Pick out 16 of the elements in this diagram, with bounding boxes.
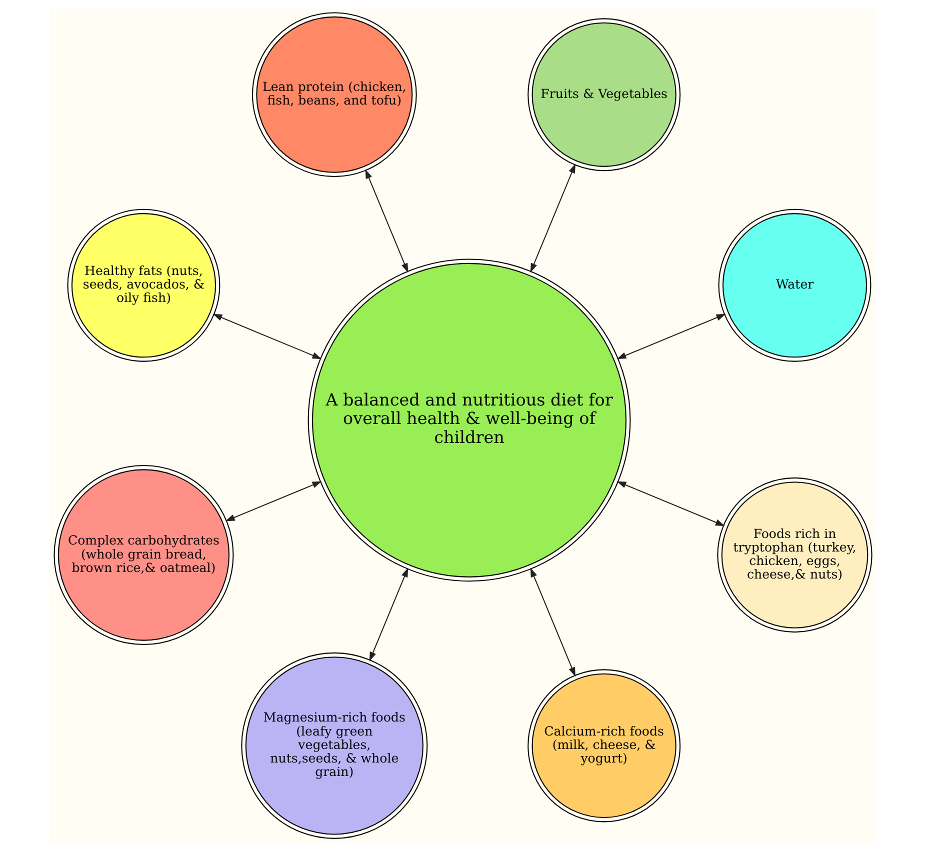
node-circle: A balanced and nutritious diet for overall health & well-being of children xyxy=(307,258,630,582)
node-circle: Fruits & Vegetables xyxy=(527,18,680,172)
arrow xyxy=(212,314,322,360)
node-circle: Healthy fats (nuts, seeds, avocados, & oily fish) xyxy=(66,208,220,362)
node-circle: Calcium-rich foods (milk, cheese, & yogurt) xyxy=(527,669,680,822)
arrow xyxy=(616,481,724,526)
arrow xyxy=(616,314,726,360)
arrow xyxy=(364,169,408,273)
node-circle: Water xyxy=(718,208,871,362)
arrow xyxy=(530,568,576,677)
node-circle: Complex carbohydrates (whole grain bread, brown rice,& oatmeal) xyxy=(53,465,234,645)
arrow xyxy=(530,164,576,273)
arrow xyxy=(368,568,408,662)
arrow xyxy=(224,481,322,522)
node-circle: Foods rich in tryptophan (turkey, chicken, eggs, cheese,& nuts) xyxy=(716,477,872,633)
node-circle: Lean protein (chicken, fish, beans, and tofu) xyxy=(252,12,416,178)
